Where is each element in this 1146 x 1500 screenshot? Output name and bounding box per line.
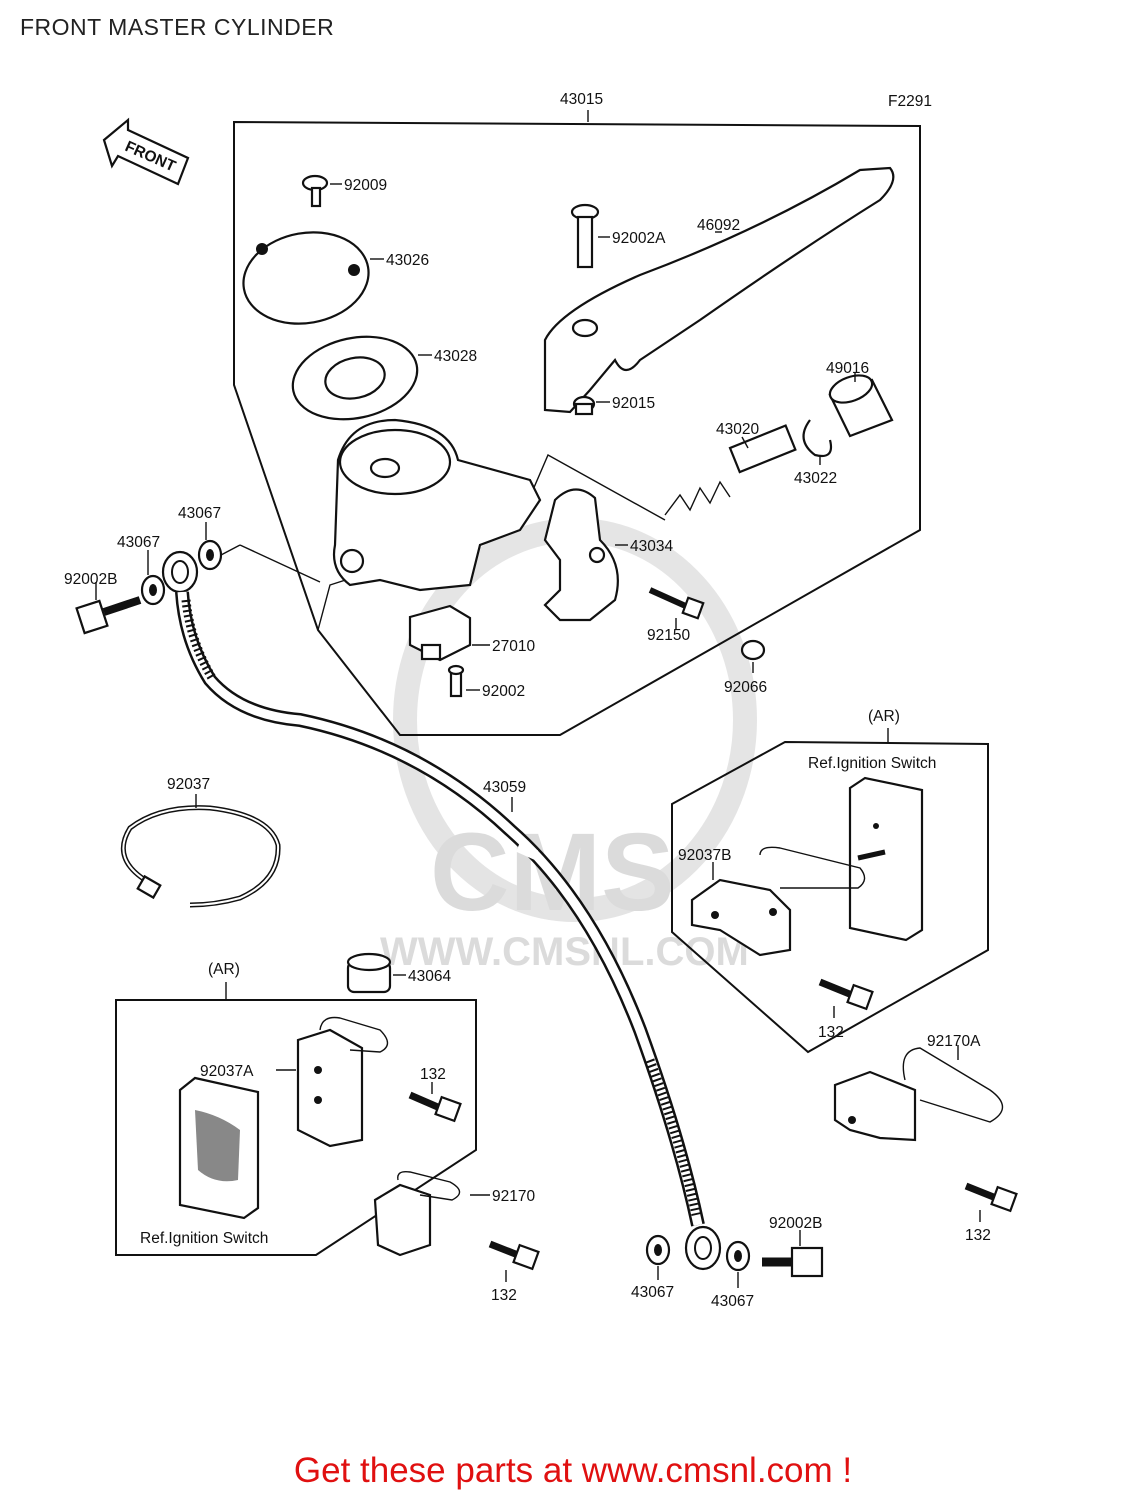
pivot-bolt-part [570, 203, 600, 269]
banjo-bolt-bottom-part [762, 1246, 824, 1278]
callout-43067-top: 43067 [178, 505, 221, 522]
callout-92037A: 92037A [200, 1063, 254, 1080]
callout-43020: 43020 [716, 421, 759, 438]
switch-screw-part [447, 664, 465, 698]
watermark-url: WWW.CMSNL.COM [380, 930, 749, 974]
callout-43067-bottom-right: 43067 [711, 1293, 754, 1310]
callout-132-left-1: 132 [420, 1066, 446, 1083]
bracket-left-part [296, 1016, 389, 1148]
bolt-left-2-part [488, 1240, 540, 1271]
inset-left-ref: Ref.Ignition Switch [140, 1230, 268, 1247]
clamp-part [120, 805, 281, 908]
callout-92002B-bottom: 92002B [769, 1215, 822, 1232]
figure-code: F2291 [888, 93, 932, 110]
callout-92002: 92002 [482, 683, 525, 700]
holder-bolt-part [648, 587, 705, 620]
boot-part [828, 374, 894, 438]
callout-46092: 46092 [697, 217, 740, 234]
piston-set-part [664, 424, 797, 516]
inset-right-frame [671, 740, 989, 1054]
callout-92015: 92015 [612, 395, 655, 412]
master-cylinder-body [332, 418, 542, 592]
screw-cap-part [301, 174, 329, 208]
front-arrow-icon: FRONT [102, 117, 190, 186]
callout-43059: 43059 [483, 779, 526, 796]
banjo-fitting-top [161, 550, 199, 594]
grommet-part [346, 952, 392, 994]
washer-bottom-left-part [645, 1234, 671, 1266]
footer-link[interactable]: Get these parts at www.cmsnl.com ! [293, 1451, 853, 1490]
callout-92009: 92009 [344, 177, 387, 194]
callout-132-left-2: 132 [491, 1287, 517, 1304]
assembly-frame [233, 120, 921, 736]
circlip-part [802, 419, 833, 458]
banjo-bolt-top-part [75, 596, 142, 635]
ignition-switch-right-part [848, 776, 924, 942]
callout-132-right: 132 [818, 1024, 844, 1041]
callout-92066: 92066 [724, 679, 767, 696]
washer-bottom-right-part [725, 1240, 751, 1272]
callout-43067-bottom-left: 43067 [631, 1284, 674, 1301]
clamp-left-part [373, 1170, 461, 1257]
brake-hose-part [175, 591, 705, 1227]
cap-plug-part [740, 639, 766, 661]
bolt-left-1-part [408, 1091, 462, 1123]
callout-92150: 92150 [647, 627, 690, 644]
callout-43026: 43026 [386, 252, 429, 269]
callout-49016: 49016 [826, 360, 869, 377]
callout-27010: 27010 [492, 638, 535, 655]
callout-43064: 43064 [408, 968, 451, 985]
callout-43034: 43034 [630, 538, 673, 555]
inset-right-ref: Ref.Ignition Switch [808, 755, 936, 772]
lever-nut-part [572, 395, 596, 416]
callout-92170A: 92170A [927, 1033, 981, 1050]
inset-right-region: (AR) [868, 708, 900, 725]
callout-43022: 43022 [794, 470, 837, 487]
callout-43067-left: 43067 [117, 534, 160, 551]
banjo-fitting-bottom [684, 1225, 722, 1271]
brake-lever-part [543, 166, 895, 414]
brake-switch-part [408, 604, 472, 662]
bolt-right-part [818, 978, 874, 1011]
holder-part [543, 488, 619, 622]
inset-left-region: (AR) [208, 961, 240, 978]
callout-43015: 43015 [560, 91, 603, 108]
callout-43028: 43028 [434, 348, 477, 365]
washer-top-part [197, 539, 223, 571]
callout-132-far-right: 132 [965, 1227, 991, 1244]
ignition-switch-left-part [178, 1076, 260, 1220]
washer-left-part [140, 574, 166, 606]
callout-92037B: 92037B [678, 847, 731, 864]
diaphragm-part [291, 335, 419, 421]
bolt-far-right-part [964, 1182, 1018, 1213]
bracket-right-part [690, 846, 866, 957]
callout-92037: 92037 [167, 776, 210, 793]
callout-92002A: 92002A [612, 230, 666, 247]
callout-92170: 92170 [492, 1188, 535, 1205]
reservoir-cap-part [242, 231, 370, 325]
clamp-right-part [833, 1047, 1004, 1142]
page-title: FRONT MASTER CYLINDER [20, 14, 335, 40]
callout-92002B-top: 92002B [64, 571, 117, 588]
